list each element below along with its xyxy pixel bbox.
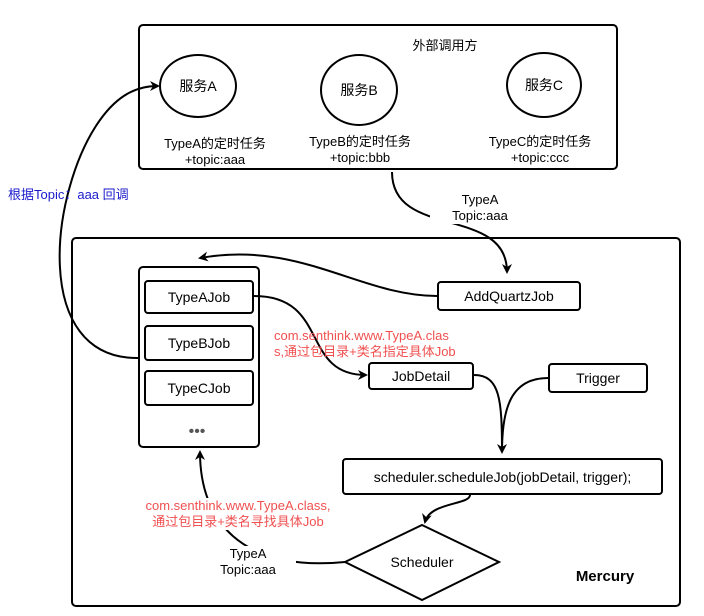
service-b-node: 服务B <box>320 54 398 126</box>
scheduler-label: Scheduler <box>390 554 454 570</box>
mercury-title: Mercury <box>575 568 635 585</box>
job-typeb: TypeBJob <box>144 325 254 361</box>
edge-label-class-path-top: com.senthink.www.TypeA.clas s,通过包目录+类名指定… <box>274 328 456 359</box>
edge-trigger-to-schedulejob <box>501 377 549 453</box>
service-c-node: 服务C <box>506 52 582 118</box>
trigger-label: Trigger <box>576 370 620 386</box>
edge-joblist-to-servicea <box>58 81 160 360</box>
trigger-node: Trigger <box>548 363 648 393</box>
edge-scheduler-to-joblist <box>195 450 346 565</box>
job-typea-label: TypeAJob <box>167 289 231 305</box>
callback-label: 根据Topic：aaa 回调 <box>8 187 129 202</box>
service-a-desc: TypeA的定时任务 +topic:aaa <box>164 136 266 167</box>
service-c-label: 服务C <box>524 77 564 93</box>
edge-label-class-path-bottom: com.senthink.www.TypeA.class, 通过包目录+类名寻找… <box>128 498 348 530</box>
service-a-node: 服务A <box>159 54 237 118</box>
service-b-desc: TypeB的定时任务 +topic:bbb <box>309 134 411 165</box>
add-quartz-job-node: AddQuartzJob <box>437 281 581 311</box>
schedule-job-node: scheduler.scheduleJob(jobDetail, trigger… <box>342 458 663 495</box>
job-typec: TypeCJob <box>144 370 254 406</box>
schedule-job-label: scheduler.scheduleJob(jobDetail, trigger… <box>373 468 632 485</box>
edge-schedulejob-to-scheduler <box>422 494 471 524</box>
service-a-label: 服务A <box>179 78 217 94</box>
job-list-more-dots: ••• <box>188 423 206 440</box>
job-detail-label: JobDetail <box>391 368 451 384</box>
service-c-desc: TypeC的定时任务 +topic:ccc <box>488 134 592 165</box>
job-typeb-label: TypeBJob <box>167 335 231 351</box>
job-typec-label: TypeCJob <box>167 380 231 396</box>
external-caller-title: 外部调用方 <box>412 38 478 53</box>
job-detail-node: JobDetail <box>368 362 474 390</box>
edge-label-typea-topic-bottom: TypeA Topic:aaa <box>200 546 296 578</box>
edge-label-typea-topic-top: TypeA Topic:aaa <box>430 192 530 224</box>
add-quartz-job-label: AddQuartzJob <box>464 288 554 304</box>
service-b-label: 服务B <box>340 82 378 98</box>
job-typea: TypeAJob <box>144 280 254 314</box>
edge-addquartzjob-to-joblist <box>198 251 438 297</box>
scheduler-diamond <box>342 523 502 602</box>
edge-typeajob-to-jobdetail <box>253 295 368 380</box>
